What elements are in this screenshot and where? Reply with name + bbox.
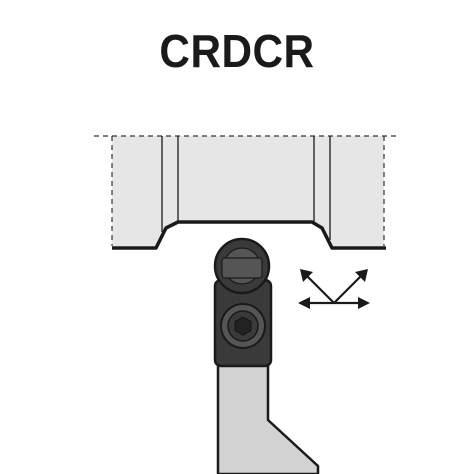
socket-screw-icon xyxy=(220,303,266,349)
tool-designation-title: CRDCR xyxy=(159,25,315,77)
insert-clamp-bar xyxy=(221,257,263,279)
workpiece-contour xyxy=(112,220,386,250)
three-way-arrow-icon xyxy=(298,269,370,309)
workpiece-body xyxy=(112,136,384,246)
tool-holder xyxy=(213,237,320,474)
workpiece xyxy=(94,135,400,250)
